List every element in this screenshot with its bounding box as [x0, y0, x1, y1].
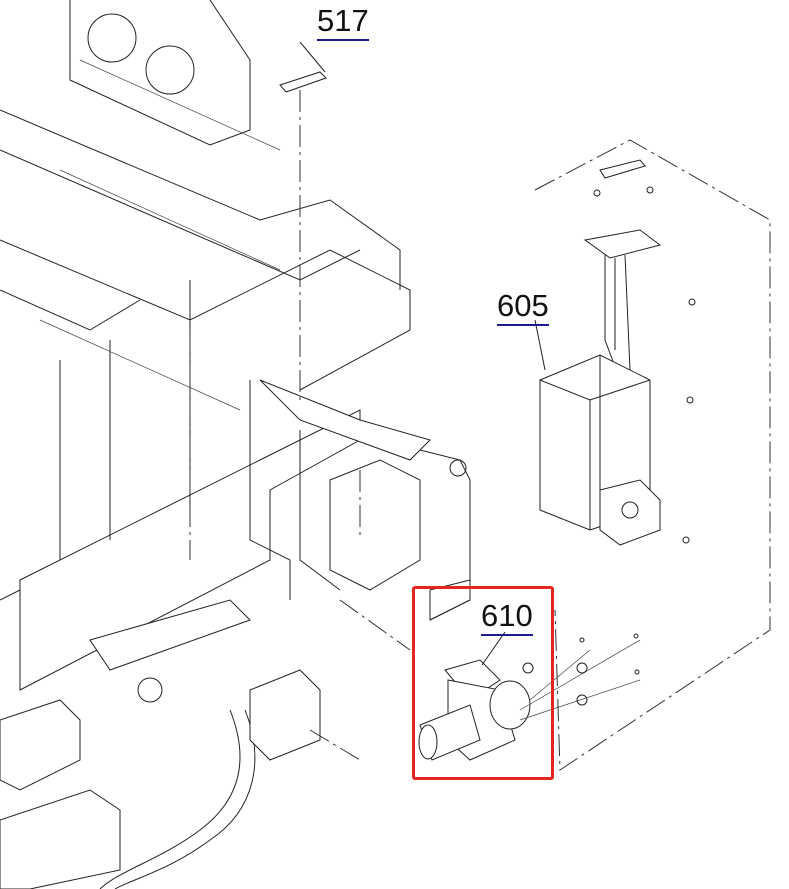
callout-610[interactable]: 610	[481, 600, 533, 636]
callout-610-underline	[481, 634, 533, 636]
callout-517-underline	[317, 39, 369, 41]
callout-517-text[interactable]: 517	[317, 3, 369, 38]
main-chassis	[0, 0, 471, 889]
assembly-boundary	[534, 139, 771, 771]
callout-605-underline	[497, 324, 549, 326]
part-517-bracket[interactable]	[279, 41, 327, 93]
part-605-assembly[interactable]	[534, 159, 696, 546]
callout-517[interactable]: 517	[317, 5, 369, 41]
callout-610-text[interactable]: 610	[481, 598, 533, 633]
part-610-motor[interactable]	[418, 579, 641, 761]
callout-605-text[interactable]: 605	[497, 288, 549, 323]
callout-605[interactable]: 605	[497, 290, 549, 326]
highlight-box-610	[412, 586, 554, 780]
